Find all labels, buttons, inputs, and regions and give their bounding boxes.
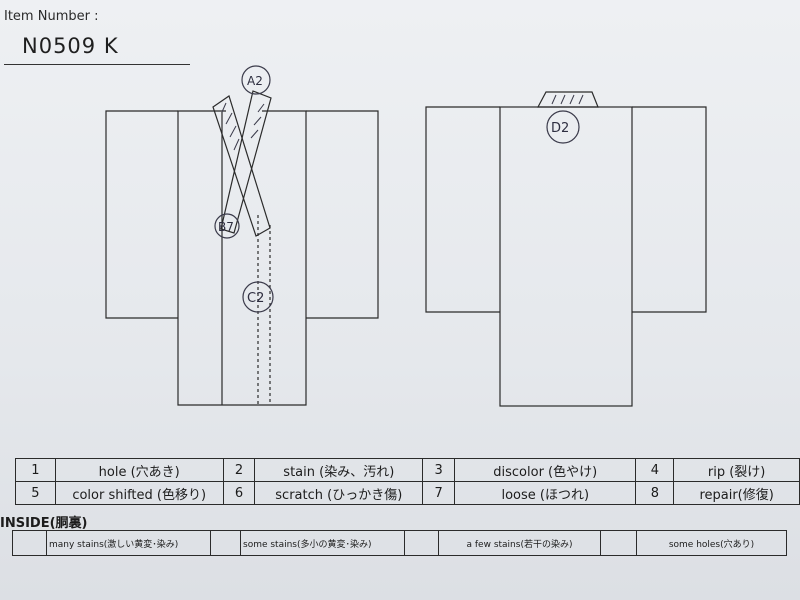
front-view (105, 65, 379, 406)
collar-hatch (253, 116, 262, 126)
front-right-sleeve (306, 110, 379, 319)
legend-label: stain (染み、汚れ) (254, 458, 424, 482)
front-left-sleeve (105, 110, 178, 319)
annotation-d2: D2 (551, 121, 569, 136)
back-left-sleeve (425, 106, 500, 313)
legend-number: 6 (222, 481, 256, 505)
damage-legend-table: 1 hole (穴あき) 2 stain (染み、汚れ) 3 discolor … (15, 458, 800, 505)
legend-number: 2 (222, 458, 256, 482)
legend-number: 1 (15, 458, 56, 482)
annotation-circle-a2 (241, 65, 271, 95)
legend-number: 5 (15, 481, 56, 505)
back-collar-hatch (551, 94, 557, 105)
inside-option: many stains(激しい黄変･染み) (46, 530, 211, 556)
front-body-outline (177, 110, 307, 406)
annotation-circle-c2 (242, 281, 274, 313)
back-body-outline (499, 106, 633, 407)
legend-label: color shifted (色移り) (54, 481, 224, 505)
inside-checkbox[interactable] (600, 530, 637, 556)
legend-number: 4 (635, 458, 675, 482)
inside-option: some stains(多小の黄変･染み) (240, 530, 405, 556)
legend-row: 5 color shifted (色移り) 6 scratch (ひっかき傷) … (15, 481, 800, 505)
collar-hatch (250, 129, 259, 139)
item-number-underline (4, 64, 190, 65)
collar-hatch (221, 102, 227, 113)
back-view (425, 91, 707, 407)
back-collar-hatch (560, 94, 566, 105)
collar-hatch (233, 138, 240, 151)
inside-title: INSIDE(胴裏) (0, 516, 88, 531)
legend-label: loose (ほつれ) (453, 481, 637, 505)
inside-options-table: many stains(激しい黄変･染み) some stains(多小の黄変･… (12, 530, 787, 556)
inside-option: a few stains(若干の染み) (438, 530, 601, 556)
inside-row: many stains(激しい黄変･染み) some stains(多小の黄変･… (12, 530, 787, 556)
inside-checkbox[interactable] (404, 530, 439, 556)
legend-label: rip (裂け) (673, 458, 800, 482)
collar-hatch (229, 125, 237, 138)
back-collar-hatch (578, 94, 584, 105)
back-right-sleeve (632, 106, 707, 313)
annotation-a2: A2 (247, 74, 263, 88)
legend-label: repair(修復) (673, 481, 800, 505)
back-collar (537, 91, 599, 108)
annotation-circle-d2 (546, 110, 580, 144)
item-number-value: N0509 K (22, 34, 119, 58)
legend-number: 7 (422, 481, 455, 505)
collar-hatch (257, 103, 265, 113)
legend-label: hole (穴あき) (54, 458, 224, 482)
legend-number: 8 (635, 481, 675, 505)
annotation-b7: B7 (218, 220, 234, 234)
inside-option: some holes(穴あり) (636, 530, 787, 556)
inside-checkbox[interactable] (12, 530, 47, 556)
item-number-label: Item Number : (4, 9, 99, 24)
inside-checkbox[interactable] (210, 530, 241, 556)
annotation-c2: C2 (247, 291, 264, 306)
legend-number: 3 (422, 458, 455, 482)
collar-hatch (225, 112, 233, 125)
legend-label: discolor (色やけ) (453, 458, 637, 482)
front-collar-left (212, 95, 271, 237)
legend-label: scratch (ひっかき傷) (254, 481, 424, 505)
front-collar-right (220, 90, 272, 234)
back-collar-hatch (569, 94, 575, 105)
legend-row: 1 hole (穴あき) 2 stain (染み、汚れ) 3 discolor … (15, 458, 800, 482)
annotation-circle-b7 (214, 213, 240, 239)
